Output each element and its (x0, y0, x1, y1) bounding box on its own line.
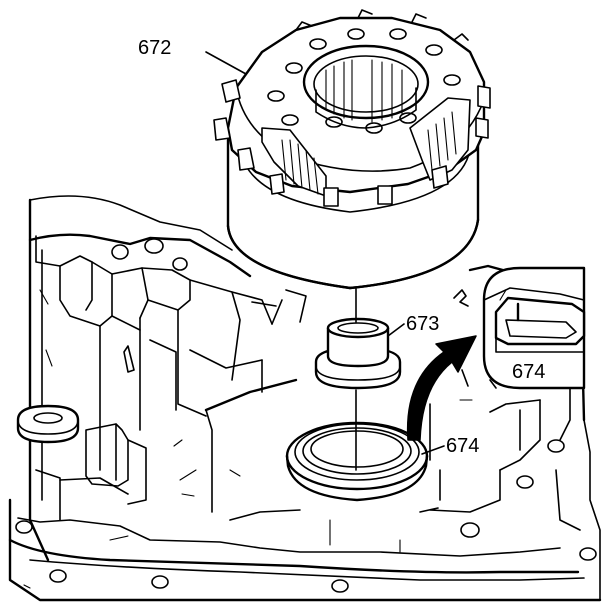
flange-bolt-holes (15, 439, 597, 593)
bushing-673-part (314, 317, 402, 390)
detail-indicator-arrow (406, 335, 477, 441)
callout-672-label: 672 (138, 37, 171, 59)
drum-side-windows (261, 97, 471, 197)
callout-673-label: 673 (406, 313, 439, 335)
callout-leader-lines (205, 51, 445, 455)
callout-674-detail-label: 674 (512, 361, 545, 383)
seal-detail-inset (482, 266, 586, 390)
thrust-washer-part (16, 404, 80, 444)
drum-bolt-holes (267, 28, 461, 134)
drum-lugs (213, 79, 491, 207)
callout-674-label: 674 (446, 435, 479, 457)
hub-splines (325, 59, 403, 123)
drum-672-part (213, 9, 491, 290)
seal-674-part (285, 421, 429, 502)
